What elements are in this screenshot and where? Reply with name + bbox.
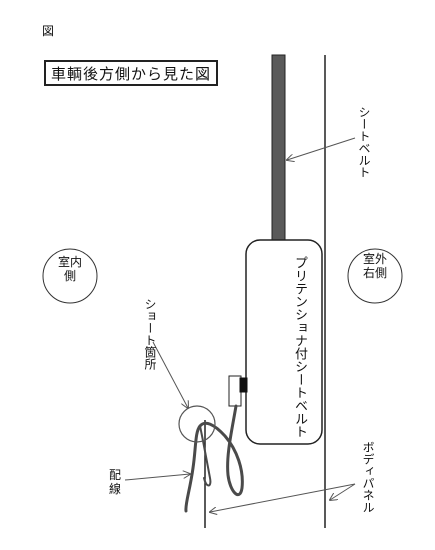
diagram-title: 車輌後方側から見た図 [44,60,218,86]
seatbelt-leader-arrow [287,137,356,160]
short-location-label: ショート箇所 [143,298,157,370]
pretensioner-label: プリテンショナ付シートベルト [292,256,307,438]
wiring-label: 配線 [108,468,121,496]
short-location-leader-arrow [152,341,188,408]
body-panel-label: ボディパネル [361,441,375,513]
exterior-right-side-circle [347,248,403,304]
wiring-harness [184,404,244,513]
connector-housing [228,375,242,407]
connector-plug [239,377,248,393]
interior-side-label: 室内側 [57,255,82,283]
seatbelt-webbing [271,54,286,243]
interior-side-circle [42,248,98,304]
seatbelt-label: シートベルト [357,106,371,178]
body-panel-leader-arrow-right [330,483,356,500]
figure-label: 図 [42,24,55,38]
short-location-circle [178,405,216,443]
exterior-right-side-label: 室外右側 [362,252,387,280]
wiring-harness-branch [199,425,212,487]
wiring-leader-arrow [124,474,190,481]
body-panel-leader-arrow-left [210,483,356,512]
pretensioner-body [245,239,323,445]
